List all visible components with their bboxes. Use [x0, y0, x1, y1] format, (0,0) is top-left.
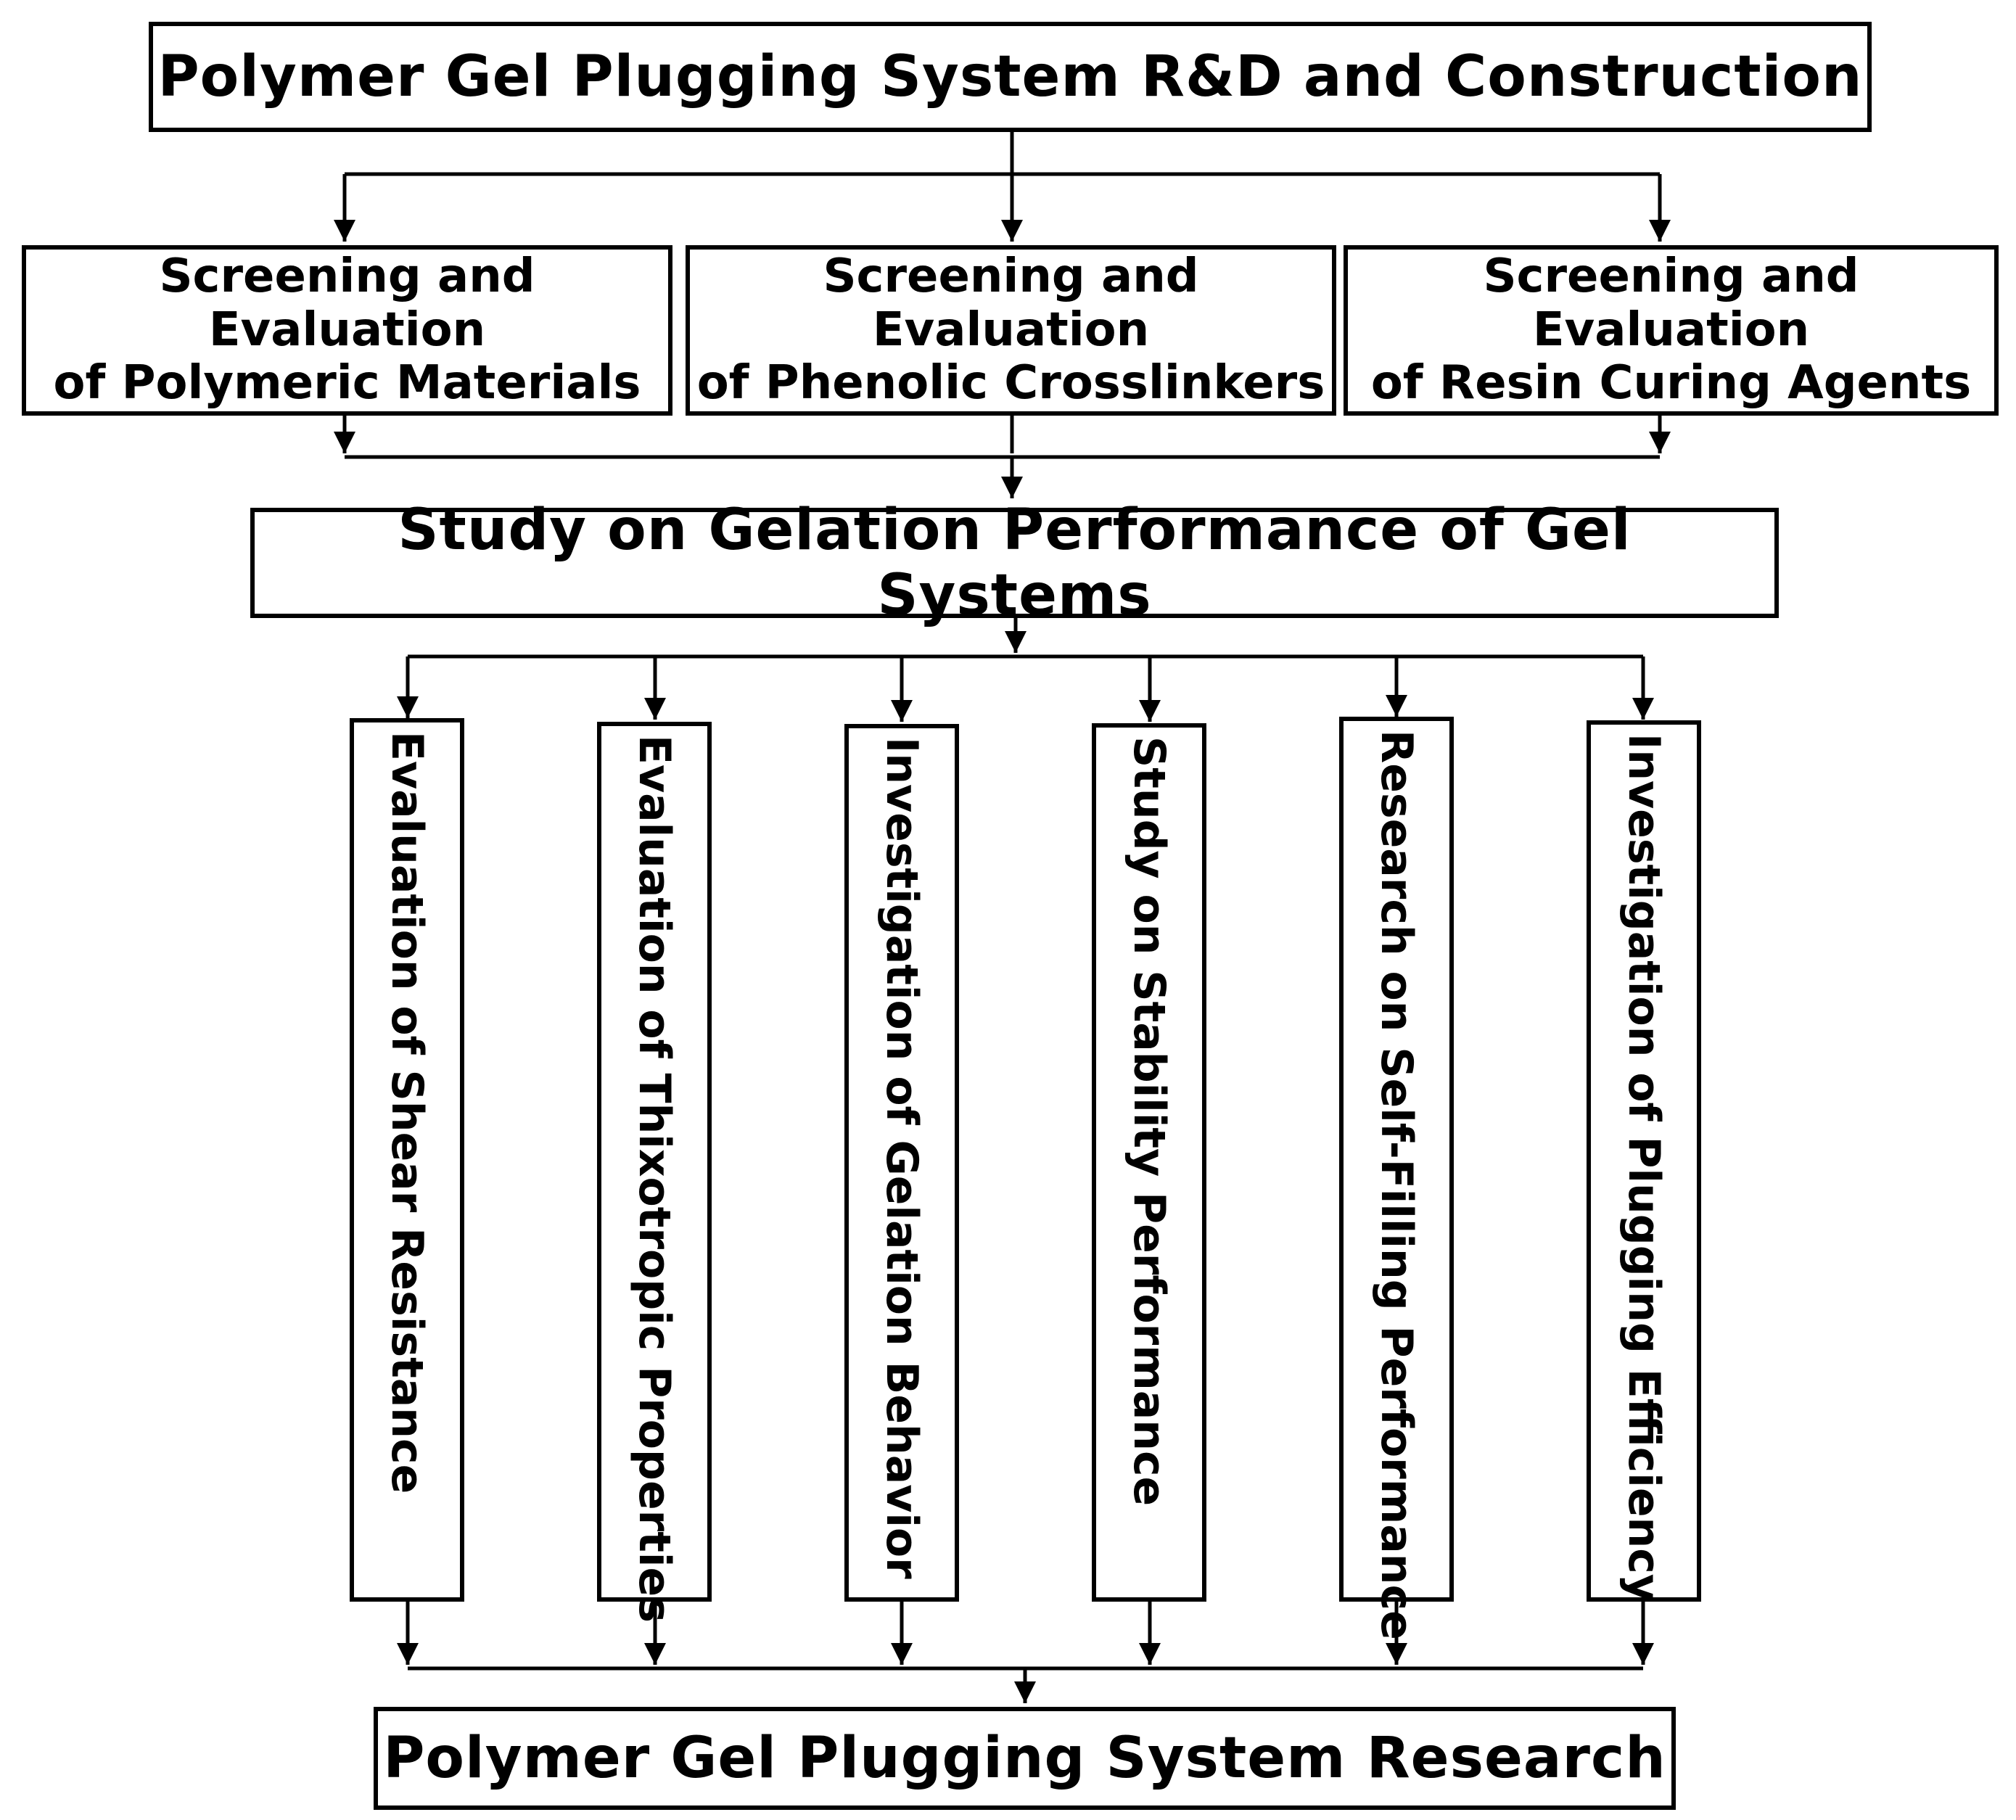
- top-title: Polymer Gel Plugging System R&D and Cons…: [157, 44, 1863, 110]
- top-title-box: Polymer Gel Plugging System R&D and Cons…: [149, 22, 1872, 132]
- study-box-shear: Evaluation of Shear Resistance: [350, 718, 464, 1602]
- study-box-stability: Study on Stability Performance: [1092, 723, 1206, 1602]
- study-label: Research on Self-Filling Performance: [1371, 730, 1422, 1640]
- screening-box-polymeric: Screening and Evaluation of Polymeric Ma…: [22, 245, 672, 416]
- study-box-plugging-efficiency: Investigation of Plugging Efficiency: [1587, 720, 1701, 1602]
- screening-line1: Screening and Evaluation: [159, 250, 535, 357]
- screening-box-phenolic: Screening and Evaluation of Phenolic Cro…: [686, 245, 1336, 416]
- screening-line2: of Resin Curing Agents: [1370, 356, 1972, 411]
- study-box-thixotropic: Evaluation of Thixotropic Properties: [597, 722, 712, 1623]
- screening-line1: Screening and Evaluation: [823, 250, 1199, 357]
- study-label: Evaluation of Shear Resistance: [382, 731, 432, 1494]
- study-label: Investigation of Gelation Behavior: [876, 737, 927, 1579]
- gelation-box: Study on Gelation Performance of Gel Sys…: [250, 498, 1779, 628]
- study-label: Evaluation of Thixotropic Properties: [629, 735, 680, 1623]
- study-box-gelation-behavior: Investigation of Gelation Behavior: [844, 724, 959, 1602]
- study-box-self-filling: Research on Self-Filling Performance: [1339, 717, 1454, 1640]
- screening-box-resin: Screening and Evaluation of Resin Curing…: [1344, 245, 1999, 416]
- bottom-title: Polymer Gel Plugging System Research: [383, 1726, 1666, 1791]
- bottom-title-box: Polymer Gel Plugging System Research: [374, 1707, 1676, 1810]
- study-label: Investigation of Plugging Efficiency: [1618, 733, 1669, 1602]
- screening-line2: of Phenolic Crosslinkers: [696, 356, 1325, 411]
- screening-line1: Screening and Evaluation: [1483, 250, 1859, 357]
- gelation-title: Study on Gelation Performance of Gel Sys…: [398, 498, 1632, 628]
- screening-line2: of Polymeric Materials: [53, 356, 641, 411]
- study-label: Study on Stability Performance: [1124, 736, 1174, 1507]
